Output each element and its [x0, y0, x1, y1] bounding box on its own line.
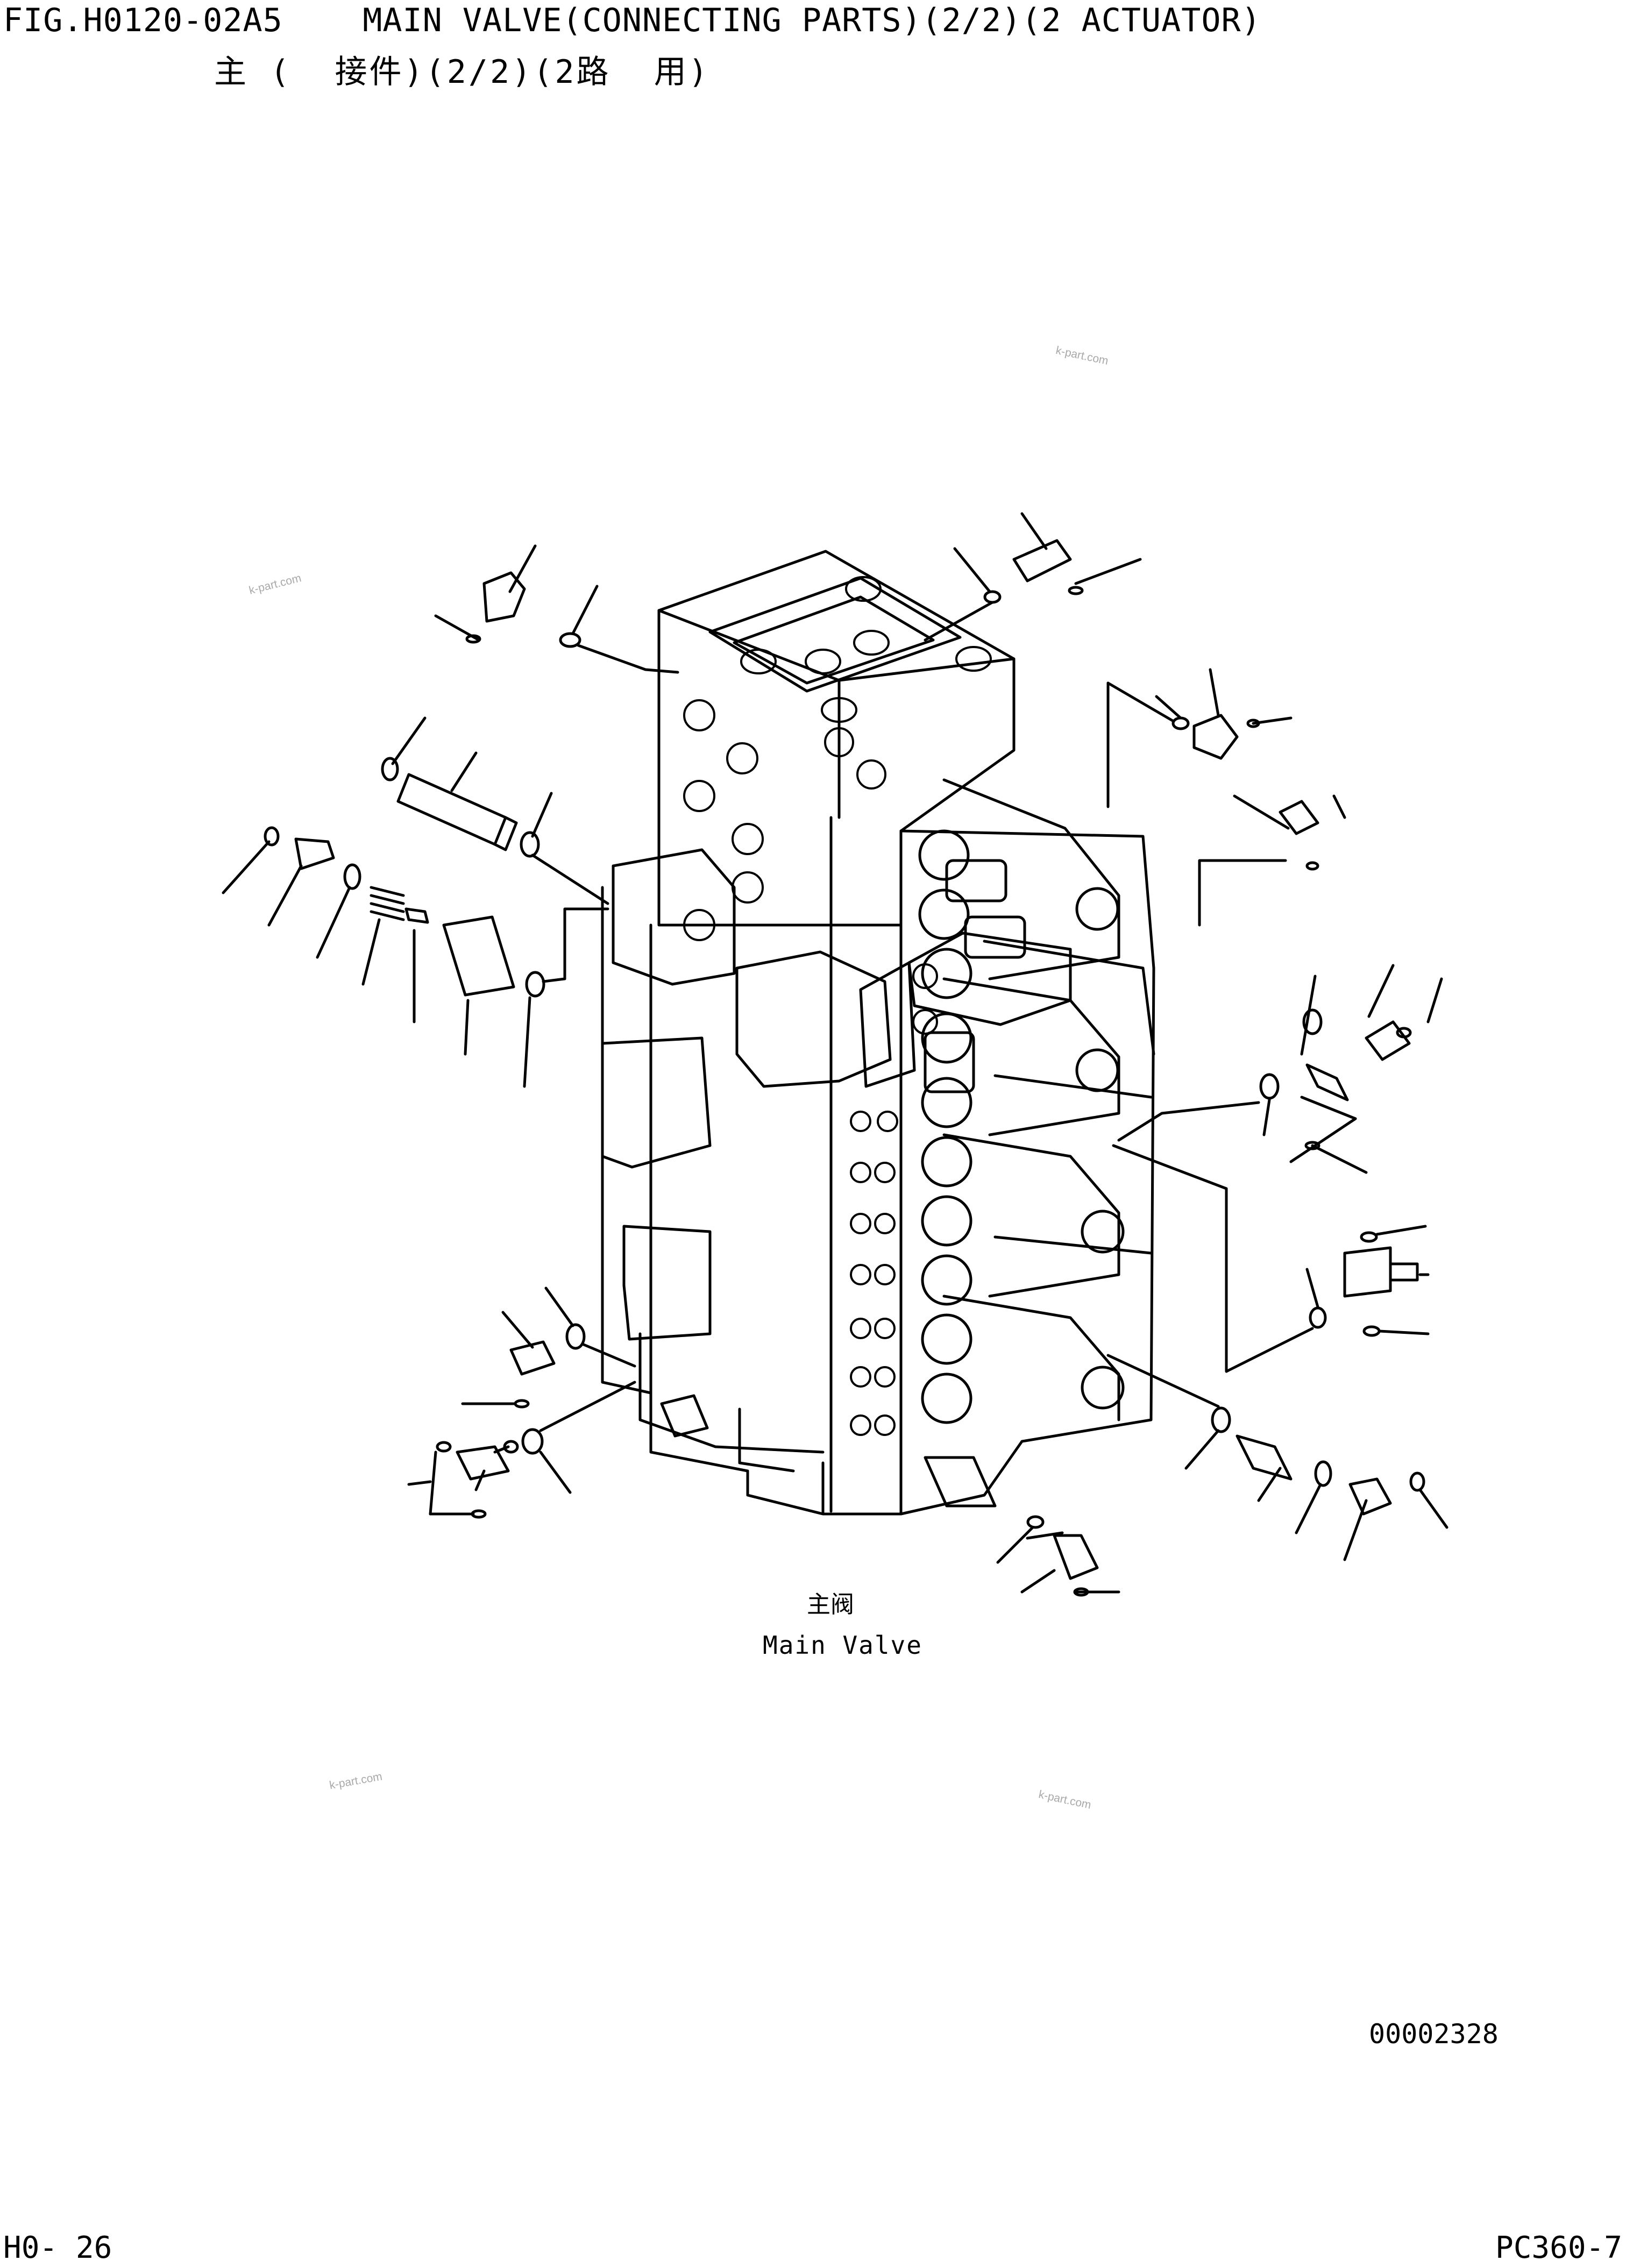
caption-zh: 主阀	[807, 1591, 854, 1618]
caption-en: Main Valve	[763, 1631, 922, 1660]
fittings-lower-left	[407, 1286, 709, 1519]
page-number: H0- 26	[3, 2230, 112, 2265]
figure-subtitle: 主 ( 接件)(2/2)(2路 用)	[214, 53, 710, 91]
figure-title: FIG.H0120-02A5 MAIN VALVE(CONNECTING PAR…	[3, 2, 1261, 39]
fittings-left	[222, 544, 679, 1088]
model-number: PC360-7	[1495, 2230, 1623, 2265]
main-valve-body	[601, 550, 1155, 1516]
image-id: 00002328	[1369, 2018, 1499, 2050]
fittings-right	[924, 512, 1449, 1597]
